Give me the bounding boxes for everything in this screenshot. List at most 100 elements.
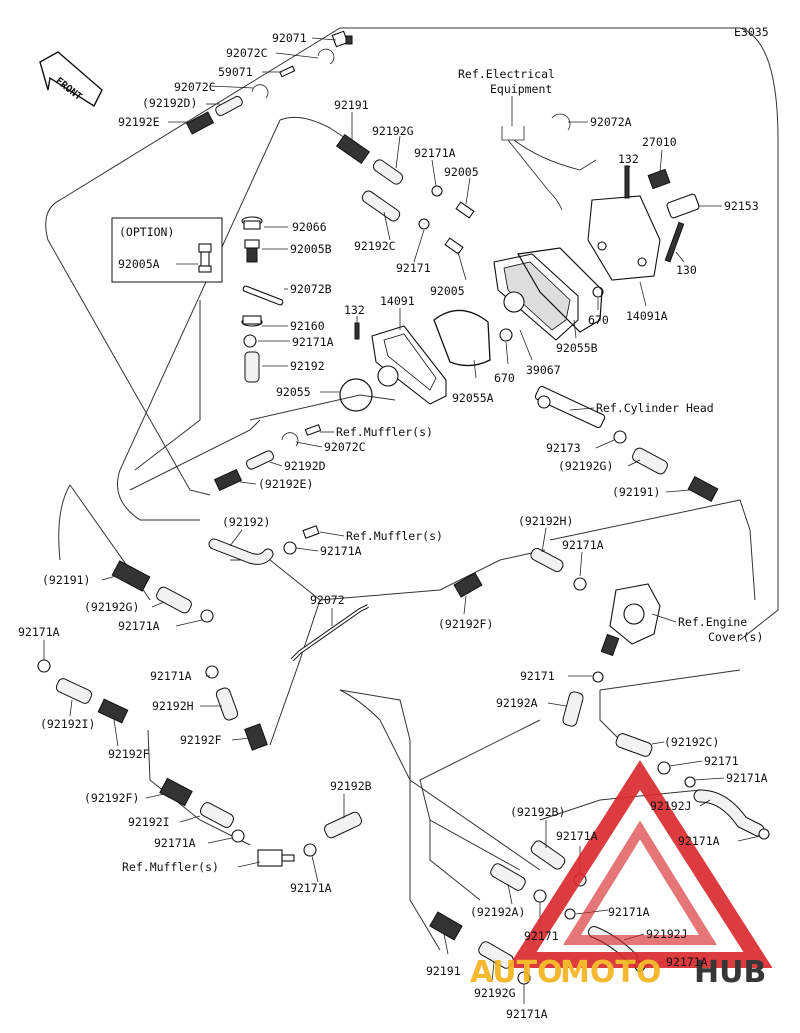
- part-label: 92192E: [118, 115, 160, 129]
- part-label: 92192: [290, 359, 325, 373]
- part-label: 92171A: [562, 538, 604, 552]
- part-label: 92005B: [290, 242, 332, 256]
- part-label: 92153: [724, 199, 759, 213]
- cover-14091: [371, 325, 447, 405]
- part-label: 92072C: [174, 80, 216, 94]
- hose-92192a-lower: [490, 863, 526, 891]
- clamp-92171-center: [592, 671, 604, 683]
- part-label: 92171A: [118, 619, 160, 633]
- part-label: 130: [676, 263, 697, 277]
- part-label: 92192B: [330, 779, 372, 793]
- part-label: 92192H: [152, 699, 194, 713]
- part-label: 92171A: [154, 836, 196, 850]
- part-label: 92192F: [180, 733, 222, 747]
- clip-92072c-left: [251, 84, 269, 99]
- cover-14091a: [587, 195, 661, 281]
- part-label: 670: [588, 313, 609, 327]
- part-label: 92192J: [650, 799, 692, 813]
- clip-92072c-mid: [281, 432, 299, 447]
- part-label: 92171A: [556, 829, 598, 843]
- spring-92191-top: [336, 133, 370, 165]
- hose-92192a-center: [562, 691, 584, 727]
- part-label: 92072: [310, 593, 345, 607]
- part-label: (92192): [222, 515, 270, 529]
- part-label: 92171A: [506, 1007, 548, 1021]
- part-label: 92171A: [292, 335, 334, 349]
- part-label: 27010: [642, 135, 677, 149]
- part-label: (92192E): [258, 477, 313, 491]
- part-label: 92191: [334, 98, 369, 112]
- spring-92192f-center: [453, 572, 483, 598]
- part-labels: 92071 92072C 59071 92072C (92192D) 92192…: [18, 31, 768, 1021]
- clip-92072b: [242, 285, 284, 306]
- parts: [37, 30, 770, 985]
- hose-92192h-lower: [215, 687, 239, 721]
- part-label: 92071: [272, 31, 307, 45]
- part-label: 92171A: [150, 669, 192, 683]
- spring-92191-bottom: [429, 911, 463, 941]
- part-label: Ref.Engine: [678, 615, 747, 629]
- part-label: 14091: [380, 294, 415, 308]
- part-label: 92192A: [496, 696, 538, 710]
- spring-92191-right: [687, 476, 719, 502]
- hose-92192-left: [244, 351, 260, 383]
- part-label: 92192G: [474, 986, 516, 1000]
- part-label: 92066: [292, 220, 327, 234]
- nipple-92005-mid: [444, 237, 464, 255]
- gasket-92055a: [433, 309, 491, 367]
- part-label: 92171A: [678, 834, 720, 848]
- part-label: 92171A: [666, 955, 708, 969]
- clamp-92171-lower: [533, 889, 547, 903]
- fitting-muffler-bottom: [257, 849, 295, 867]
- bolt-132-right: [624, 165, 630, 199]
- part-label: 92005A: [118, 257, 160, 271]
- part-label: 92055: [276, 385, 311, 399]
- automotohub-logo: AUTO MOTO HUB: [470, 760, 773, 990]
- hose-92192c-right: [615, 733, 653, 757]
- nipple-92005-top: [455, 201, 475, 219]
- housing-39067: [493, 253, 579, 341]
- clamp-92171a-right-b: [758, 828, 770, 840]
- logo-hub: HUB: [694, 955, 766, 990]
- part-label: 92171A: [320, 544, 362, 558]
- part-label: 92171A: [18, 625, 60, 639]
- spring-92192e-top: [185, 111, 215, 135]
- part-label: Ref.Muffler(s): [336, 425, 433, 439]
- part-label: 92055A: [452, 391, 494, 405]
- hose-routing-outline: [45, 27, 779, 951]
- part-label: 92171: [704, 754, 739, 768]
- oring-670-left: [499, 328, 513, 342]
- option-box-label: (OPTION): [119, 225, 174, 239]
- part-label: 92173: [546, 441, 581, 455]
- drain-plug-part: [198, 243, 212, 273]
- hose-92192c: [361, 190, 401, 222]
- part-label: (92192D): [142, 96, 197, 110]
- fitting-muffler-top: [304, 424, 322, 436]
- logo-triangle-icon: [507, 760, 773, 968]
- part-label: (92192A): [470, 905, 525, 919]
- diagram-code: E3035: [734, 25, 769, 39]
- clamp-92171a-far-left: [37, 659, 51, 673]
- part-label: 92191: [426, 964, 461, 978]
- part-label: Equipment: [490, 82, 552, 96]
- fitting-cylinder-head: [534, 385, 606, 429]
- clamp-92171a-bottom: [303, 843, 317, 857]
- part-label: (92191): [42, 573, 90, 587]
- hose-92192i-left: [55, 678, 93, 704]
- part-label: 92192G: [372, 124, 414, 138]
- part-label: 92171: [524, 929, 559, 943]
- clamp-92171a-top: [431, 185, 443, 197]
- spring-92192f-left: [97, 698, 129, 724]
- clamp-92171-top: [418, 218, 430, 230]
- part-label: Ref.Cylinder Head: [596, 401, 714, 415]
- clamp-92171a-bottom-left: [231, 829, 245, 843]
- clip-92072c-top: [317, 48, 335, 65]
- part-label: 92192C: [354, 239, 396, 253]
- wire-electrical: [507, 139, 563, 211]
- part-label: (92192F): [84, 791, 139, 805]
- gasket-92055b: [517, 247, 603, 333]
- front-arrow-icon: FRONT: [39, 51, 103, 108]
- fitting-92071: [331, 30, 353, 48]
- part-label: 92072C: [324, 440, 366, 454]
